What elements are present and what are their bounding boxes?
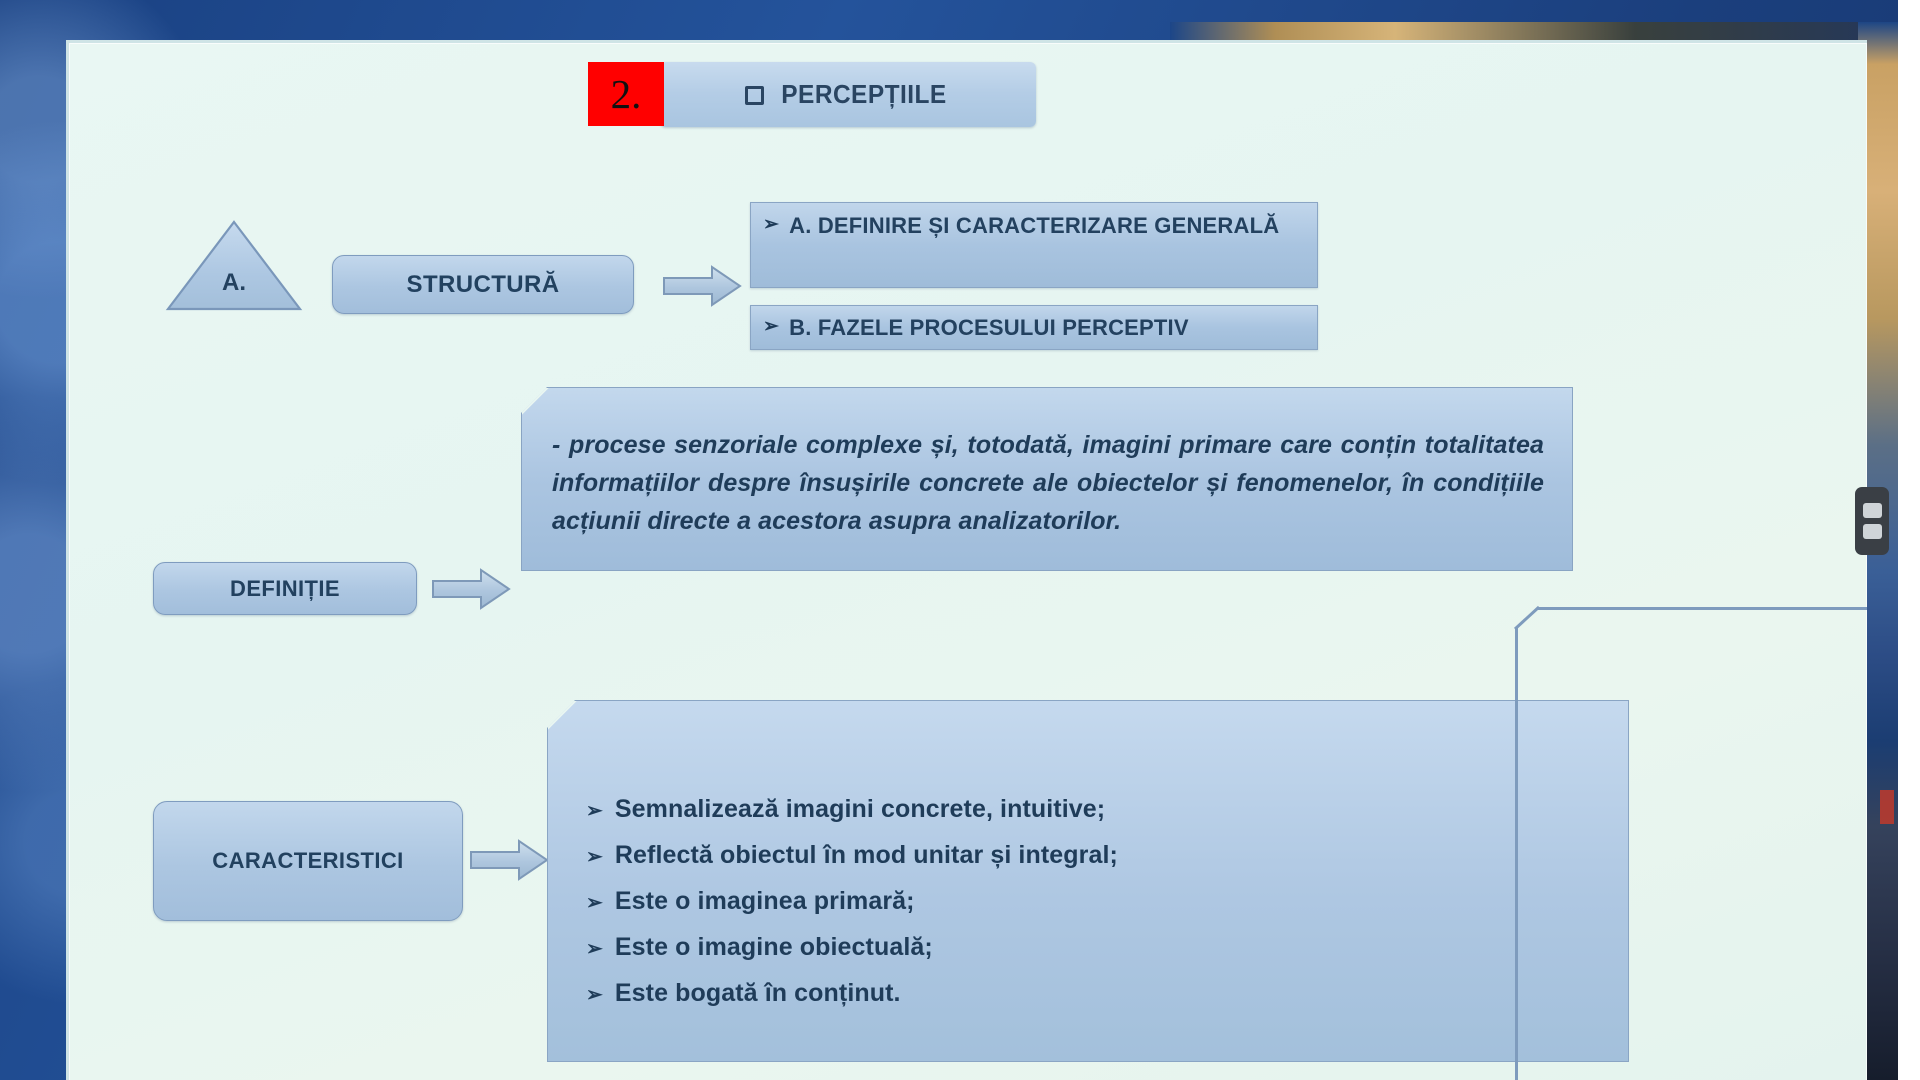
list-item: ➢ Este o imagine obiectuală; xyxy=(586,935,1604,960)
slide-title-box: PERCEPȚIILE xyxy=(660,62,1036,127)
list-bullet-icon: ➢ xyxy=(763,214,780,235)
definitie-panel: - procese senzoriale complexe și, totoda… xyxy=(521,387,1573,571)
list-bullet-icon: ➢ xyxy=(586,938,603,960)
control-button-top-icon[interactable] xyxy=(1862,503,1882,518)
structura-item-a: ➢ A. DEFINIRE ȘI CARACTERIZARE GENERALĂ xyxy=(750,202,1318,288)
list-bullet-icon: ➢ xyxy=(586,846,603,868)
list-bullet-icon: ➢ xyxy=(763,315,780,337)
definitie-text: - procese senzoriale complexe și, totoda… xyxy=(552,431,1544,535)
list-item-text: Este o imagine obiectuală; xyxy=(614,933,933,961)
definitie-node: DEFINIȚIE xyxy=(153,562,417,615)
list-bullet-icon: ➢ xyxy=(586,800,603,822)
list-item: ➢ Semnalizează imagini concrete, intuiti… xyxy=(586,797,1604,822)
slide-title-text: PERCEPȚIILE xyxy=(780,79,947,109)
list-item-text: Reflectă obiectul în mod unitar și integ… xyxy=(614,841,1118,869)
structura-node: STRUCTURĂ xyxy=(332,255,634,314)
list-item: ➢ Este bogată în conținut. xyxy=(586,981,1604,1006)
triangle-shape-icon xyxy=(165,220,303,311)
structura-item-b: ➢ B. FAZELE PROCESULUI PERCEPTIV xyxy=(750,305,1318,350)
list-bullet-icon: ➢ xyxy=(586,892,603,914)
caracteristici-panel: ➢ Semnalizează imagini concrete, intuiti… xyxy=(547,700,1629,1062)
list-item-text: Semnalizează imagini concrete, intuitive… xyxy=(614,795,1106,823)
caracteristici-node: CARACTERISTICI xyxy=(153,801,463,921)
structura-item-a-text: A. DEFINIRE ȘI CARACTERIZARE GENERALĂ xyxy=(789,213,1280,238)
list-item-text: Este bogată în conținut. xyxy=(614,979,901,1007)
arrow-structura-icon xyxy=(662,264,742,308)
caracteristici-list: ➢ Semnalizează imagini concrete, intuiti… xyxy=(586,797,1604,1027)
list-item-text: Este o imaginea primară; xyxy=(614,887,915,915)
slide-title-row: 2. PERCEPȚIILE xyxy=(69,53,1867,127)
section-a-triangle: A. xyxy=(164,218,304,313)
section-a-letter: A. xyxy=(222,269,246,296)
list-bullet-icon: ➢ xyxy=(586,984,603,1006)
control-button-bottom-icon[interactable] xyxy=(1862,524,1882,539)
slide-number-highlight: 2. xyxy=(588,62,664,126)
background-red-accent xyxy=(1880,790,1894,824)
panel-corner-fold-icon xyxy=(548,701,577,730)
panel-corner-fold-icon xyxy=(522,388,549,415)
offscreen-shape-fold-icon xyxy=(1513,605,1541,631)
arrow-caracteristici-icon xyxy=(469,838,549,882)
floating-media-control[interactable] xyxy=(1855,487,1889,555)
square-checkbox-icon xyxy=(744,86,764,105)
list-item: ➢ Este o imaginea primară; xyxy=(586,889,1604,914)
presentation-slide: 2. PERCEPȚIILE A. STRUCTURĂ xyxy=(66,40,1867,1080)
list-item: ➢ Reflectă obiectul în mod unitar și int… xyxy=(586,843,1604,868)
structura-item-b-text: B. FAZELE PROCESULUI PERCEPTIV xyxy=(789,314,1189,340)
right-white-margin xyxy=(1898,0,1920,1080)
arrow-definitie-icon xyxy=(431,567,511,611)
